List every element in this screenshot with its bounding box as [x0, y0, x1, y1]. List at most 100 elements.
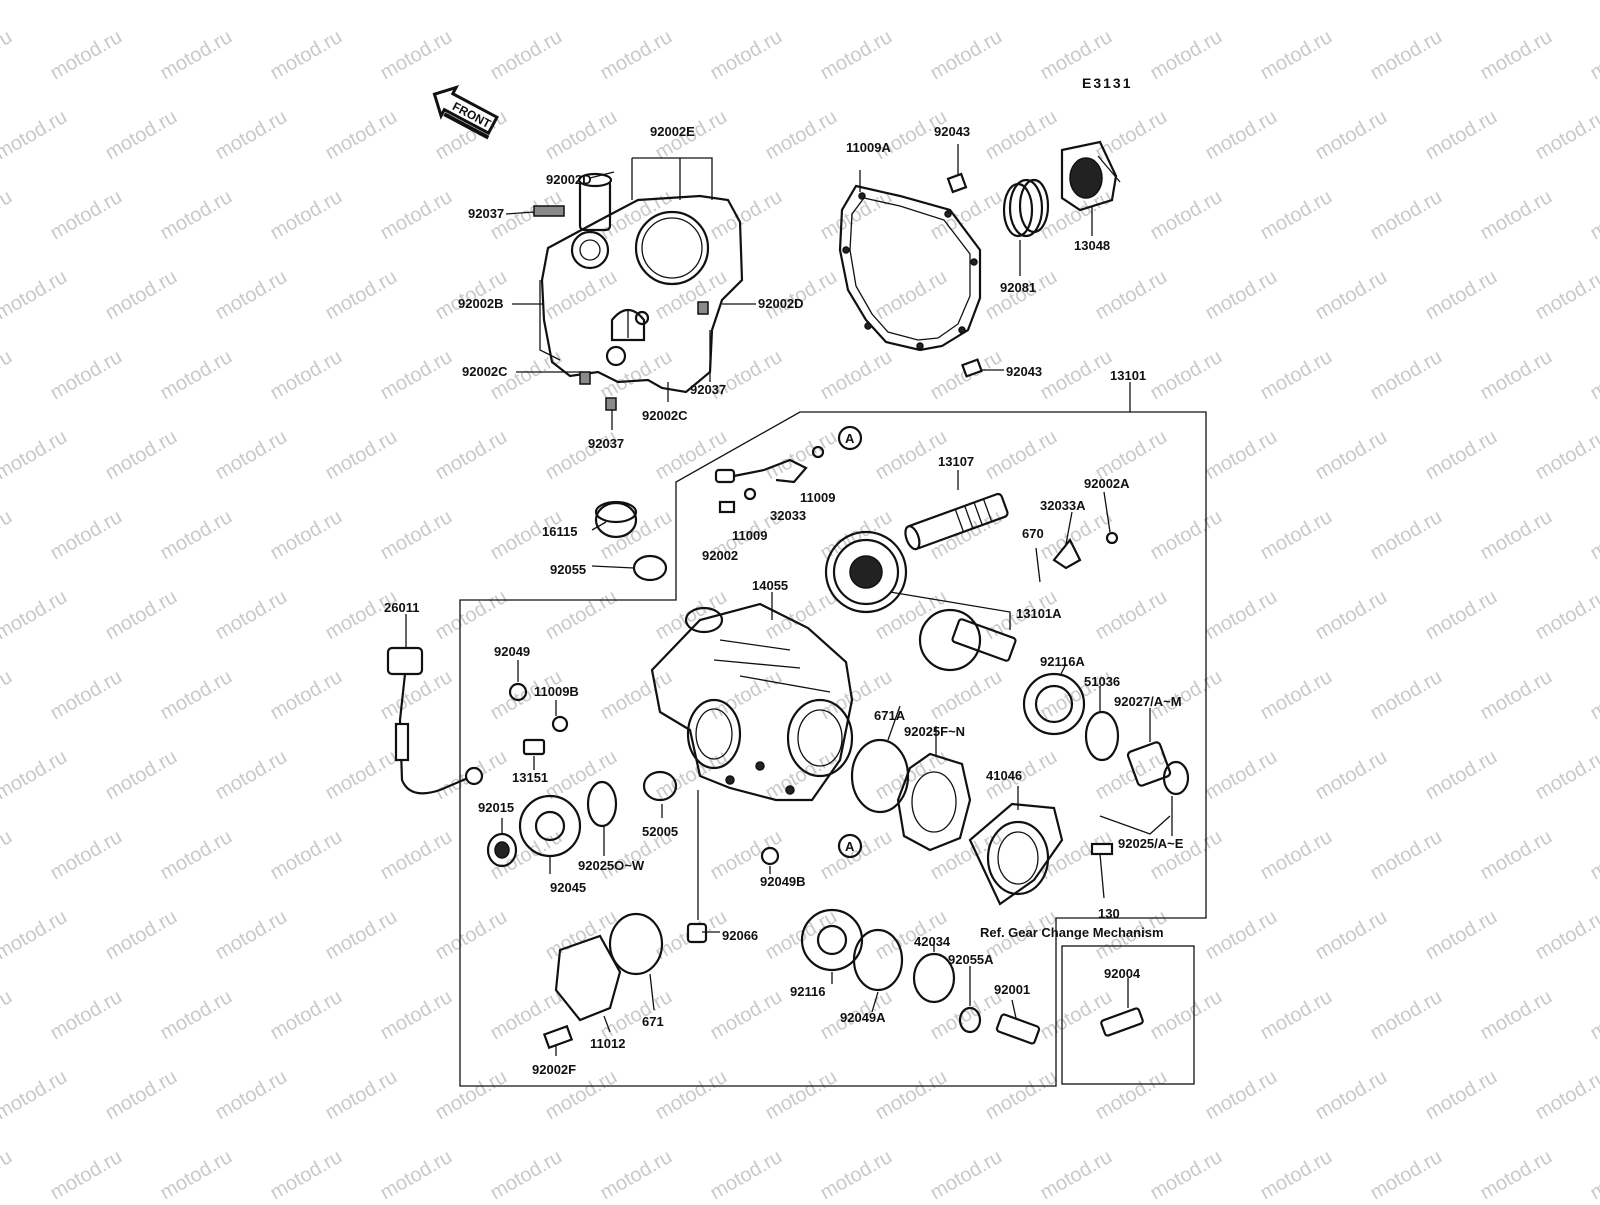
watermark-text: motod.ru: [102, 586, 181, 645]
diagram-code: E3131: [1082, 75, 1132, 91]
watermark-text: motod.ru: [1422, 266, 1501, 325]
watermark-text: motod.ru: [1532, 906, 1600, 965]
watermark-text: motod.ru: [1202, 906, 1281, 965]
watermark-text: motod.ru: [0, 1066, 71, 1125]
watermark-text: motod.ru: [1587, 666, 1600, 725]
watermark-text: motod.ru: [102, 746, 181, 805]
watermark-text: motod.ru: [542, 106, 621, 165]
watermark-text: motod.ru: [1477, 666, 1556, 725]
watermark-text: motod.ru: [102, 0, 181, 4]
label-92002d-right: 92002D: [758, 296, 804, 311]
watermark-text: motod.ru: [1147, 346, 1226, 405]
watermark-text: motod.ru: [1422, 906, 1501, 965]
watermark-text: motod.ru: [47, 26, 126, 85]
watermark-text: motod.ru: [1037, 1146, 1116, 1200]
label-671a: 671A: [874, 708, 906, 723]
watermark-text: motod.ru: [1202, 746, 1281, 805]
watermark-text: motod.ru: [1312, 426, 1391, 485]
label-92002: 92002: [702, 548, 738, 563]
switch-wire-drawing: [388, 648, 482, 793]
watermark-text: motod.ru: [707, 186, 786, 245]
watermark-text: motod.ru: [1367, 26, 1446, 85]
watermark-text: motod.ru: [762, 1066, 841, 1125]
label-92002e: 92002E: [650, 124, 695, 139]
label-14055: 14055: [752, 578, 788, 593]
watermark-text: motod.ru: [377, 346, 456, 405]
label-92043-a: 92043: [934, 124, 970, 139]
watermark-text: motod.ru: [322, 426, 401, 485]
watermark-text: motod.ru: [762, 586, 841, 645]
label-92002d-top: 92002D: [546, 172, 592, 187]
label-92055a: 92055A: [948, 952, 994, 967]
watermark-text: motod.ru: [47, 666, 126, 725]
watermark-text: motod.ru: [707, 666, 786, 725]
watermark-text: motod.ru: [542, 906, 621, 965]
watermark-text: motod.ru: [1257, 986, 1336, 1045]
callout-letter-bottom: A: [845, 839, 855, 854]
watermark-text: motod.ru: [322, 906, 401, 965]
label-92055: 92055: [550, 562, 586, 577]
watermark-text: motod.ru: [157, 666, 236, 725]
watermark-text: motod.ru: [212, 746, 291, 805]
watermark-text: motod.ru: [1367, 186, 1446, 245]
watermark-text: motod.ru: [322, 586, 401, 645]
watermark-text: motod.ru: [1092, 586, 1171, 645]
watermark-text: motod.ru: [652, 266, 731, 325]
label-671: 671: [642, 1014, 664, 1029]
ref-note: Ref. Gear Change Mechanism: [980, 925, 1164, 940]
watermark-text: motod.ru: [157, 826, 236, 885]
label-11009b: 11009B: [534, 684, 579, 699]
watermark-text: motod.ru: [267, 506, 346, 565]
label-92001: 92001: [994, 982, 1030, 997]
watermark-text: motod.ru: [872, 746, 951, 805]
watermark-text: motod.ru: [0, 186, 16, 245]
watermark-text: motod.ru: [1477, 506, 1556, 565]
watermark-text: motod.ru: [1312, 906, 1391, 965]
watermark-text: motod.ru: [0, 346, 16, 405]
label-32033a: 32033A: [1040, 498, 1086, 513]
label-16115: 16115: [542, 524, 577, 539]
watermark-text: motod.ru: [1147, 26, 1226, 85]
watermark-text: motod.ru: [1367, 346, 1446, 405]
watermark-text: motod.ru: [1147, 186, 1226, 245]
label-92002b: 92002B: [458, 296, 504, 311]
watermark-text: motod.ru: [1587, 986, 1600, 1045]
watermark-text: motod.ru: [1147, 826, 1226, 885]
label-92081: 92081: [1000, 280, 1036, 295]
watermark-text: motod.ru: [1367, 826, 1446, 885]
watermark-text: motod.ru: [377, 186, 456, 245]
watermark-text: motod.ru: [542, 426, 621, 485]
watermark-text: motod.ru: [1532, 1066, 1600, 1125]
watermark-text: motod.ru: [542, 0, 621, 4]
label-92066: 92066: [722, 928, 758, 943]
label-92116: 92116: [790, 984, 825, 999]
watermark-text: motod.ru: [0, 826, 16, 885]
watermark-text: motod.ru: [1587, 506, 1600, 565]
watermark-text: motod.ru: [1037, 986, 1116, 1045]
watermark-text: motod.ru: [1092, 1066, 1171, 1125]
watermark-text: motod.ru: [0, 906, 71, 965]
watermark-text: motod.ru: [762, 426, 841, 485]
watermark-text: motod.ru: [487, 26, 566, 85]
watermark-text: motod.ru: [267, 986, 346, 1045]
watermark-text: motod.ru: [322, 106, 401, 165]
watermark-text: motod.ru: [762, 906, 841, 965]
label-32033: 32033: [770, 508, 806, 523]
label-26011: 26011: [384, 600, 419, 615]
label-92116a: 92116A: [1040, 654, 1085, 669]
watermark-text: motod.ru: [872, 266, 951, 325]
watermark-text: motod.ru: [47, 186, 126, 245]
label-92043-b: 92043: [1006, 364, 1042, 379]
watermark-text: motod.ru: [1532, 586, 1600, 645]
label-92037-a: 92037: [468, 206, 504, 221]
watermark-text: motod.ru: [597, 1146, 676, 1200]
watermark-text: motod.ru: [982, 426, 1061, 485]
watermark-text: motod.ru: [212, 1066, 291, 1125]
watermark-text: motod.ru: [652, 1066, 731, 1125]
watermark-text: motod.ru: [377, 506, 456, 565]
watermark-text: motod.ru: [0, 586, 71, 645]
label-41046: 41046: [986, 768, 1022, 783]
watermark-text: motod.ru: [102, 106, 181, 165]
label-92025a: 92025/A~E: [1118, 836, 1184, 851]
